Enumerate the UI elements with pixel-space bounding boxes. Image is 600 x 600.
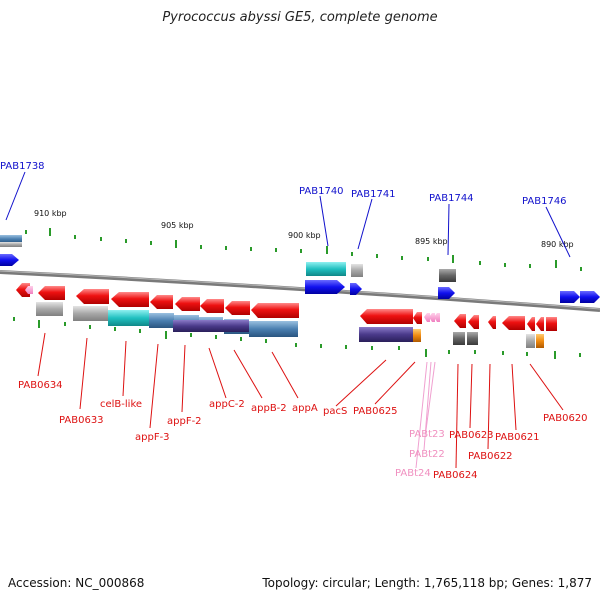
gene-label: PAB0620 — [543, 413, 588, 424]
gene-celb-gray — [73, 306, 108, 321]
gene-pacs-red — [360, 309, 413, 324]
gene-rna-t24 — [434, 313, 440, 322]
gene-label: PAB0622 — [468, 451, 513, 462]
gene-pab1746-blue-b — [580, 291, 600, 303]
gene-pab0622-red — [488, 316, 496, 329]
gene-label: appF-2 — [167, 416, 202, 427]
gene-pab0624-dark — [453, 332, 465, 345]
bottom-strand-genes — [16, 283, 557, 348]
gene-label: PAB0621 — [495, 432, 540, 443]
rna-gene-labels: PABt23 PABt22 PABt24 — [395, 429, 445, 479]
gene-label: PAB1740 — [299, 186, 344, 197]
gene-label: PAB0633 — [59, 415, 104, 426]
gene-pab0633-red — [38, 286, 65, 300]
gene-label: celB-like — [100, 399, 142, 410]
scale-labels: 910 kbp 905 kbp 900 kbp 895 kbp 890 kbp — [34, 209, 574, 249]
gene-pab1740-cyan — [306, 262, 346, 276]
gene-appf2-red — [150, 295, 173, 309]
gene-pab1738-blue — [0, 254, 19, 266]
gene-pab1740-blue — [305, 280, 345, 294]
gene-appa2-red — [251, 303, 299, 318]
gene-label: PAB0634 — [18, 380, 63, 391]
gene-pab1741-blue — [350, 283, 362, 295]
gene-pab1744-blue — [438, 287, 455, 299]
scale-ticks-upper — [25, 228, 582, 271]
scale-ticks-lower — [13, 317, 581, 359]
gene-label: PABt23 — [409, 429, 445, 440]
gene-pab0620-red-c — [546, 317, 557, 331]
gene-pab1738-steel — [0, 235, 22, 243]
gene-pab1738-gray — [0, 242, 22, 247]
gene-label: PABt24 — [395, 468, 431, 479]
page-title: Pyrococcus abyssi GE5, complete genome — [162, 10, 438, 25]
gene-pab0620-gray — [526, 334, 535, 348]
gene-pab0623-dark — [467, 332, 478, 345]
gene-label: PAB1738 — [0, 161, 45, 172]
gene-rna-t22 — [429, 313, 435, 322]
scale-label: 890 kbp — [541, 240, 574, 249]
gene-appa2-steel — [249, 321, 298, 337]
gene-label: PAB0623 — [449, 430, 494, 441]
gene-appf3-red — [111, 292, 149, 307]
scale-label: 895 kbp — [415, 237, 448, 246]
gene-appf2-steel — [149, 313, 174, 328]
gene-label: appA — [292, 403, 318, 414]
gene-pab1741-gray — [351, 264, 363, 277]
gene-rna-t23 — [424, 313, 430, 322]
top-gene-labels: PAB1738 PAB1740 PAB1741 PAB1744 PAB1746 — [0, 161, 567, 207]
gene-pab0621-red — [502, 316, 525, 330]
rna-callout-lines — [415, 361, 436, 469]
gene-pab0624-red — [454, 314, 466, 328]
gene-purple-band — [173, 320, 249, 332]
top-strand-genes — [0, 235, 600, 303]
gene-label: appC-2 — [209, 399, 245, 410]
gene-pab0620-orange — [536, 334, 544, 348]
gene-appc2-red — [175, 297, 200, 311]
gene-label: appF-3 — [135, 432, 170, 443]
gene-label: PAB0625 — [353, 406, 398, 417]
gene-label: PAB1746 — [522, 196, 567, 207]
gene-pab0620-red-a — [527, 317, 535, 331]
bottom-callout-lines — [37, 332, 564, 469]
gene-celb-red — [76, 289, 109, 304]
bottom-gene-labels: PAB0634 PAB0633 celB-like appF-3 appF-2 … — [18, 380, 588, 481]
scale-label: 910 kbp — [34, 209, 67, 218]
gene-label: PAB1741 — [351, 189, 396, 200]
scale-label: 905 kbp — [161, 221, 194, 230]
gene-pab0625-red — [413, 312, 422, 324]
genome-stats-text: Topology: circular; Length: 1,765,118 bp… — [262, 576, 592, 590]
gene-appf3-cyan — [108, 310, 149, 326]
gene-pab0623-red — [468, 315, 479, 329]
gene-pab1744-dark — [439, 269, 456, 282]
gene-pab0625-orange — [413, 329, 421, 342]
accession-text: Accession: NC_000868 — [8, 576, 145, 590]
gene-label: pacS — [323, 406, 347, 417]
scale-label: 900 kbp — [288, 231, 321, 240]
gene-pab0634-red — [16, 283, 30, 297]
chromosome-backbone — [0, 270, 600, 312]
gene-label: PAB0624 — [433, 470, 478, 481]
gene-pab1746-blue-a — [560, 291, 580, 303]
gene-label: PAB1744 — [429, 193, 474, 204]
gene-label: PABt22 — [409, 449, 445, 460]
gene-rna-left — [25, 286, 33, 294]
gene-pab0633-gray — [36, 302, 63, 316]
gene-appa-red — [225, 301, 250, 315]
gene-appb2-red — [200, 299, 224, 313]
top-callout-lines — [5, 171, 571, 258]
gene-pacs-purple — [359, 327, 413, 342]
gene-label: appB-2 — [251, 403, 287, 414]
gene-pab0620-red-b — [536, 317, 544, 331]
